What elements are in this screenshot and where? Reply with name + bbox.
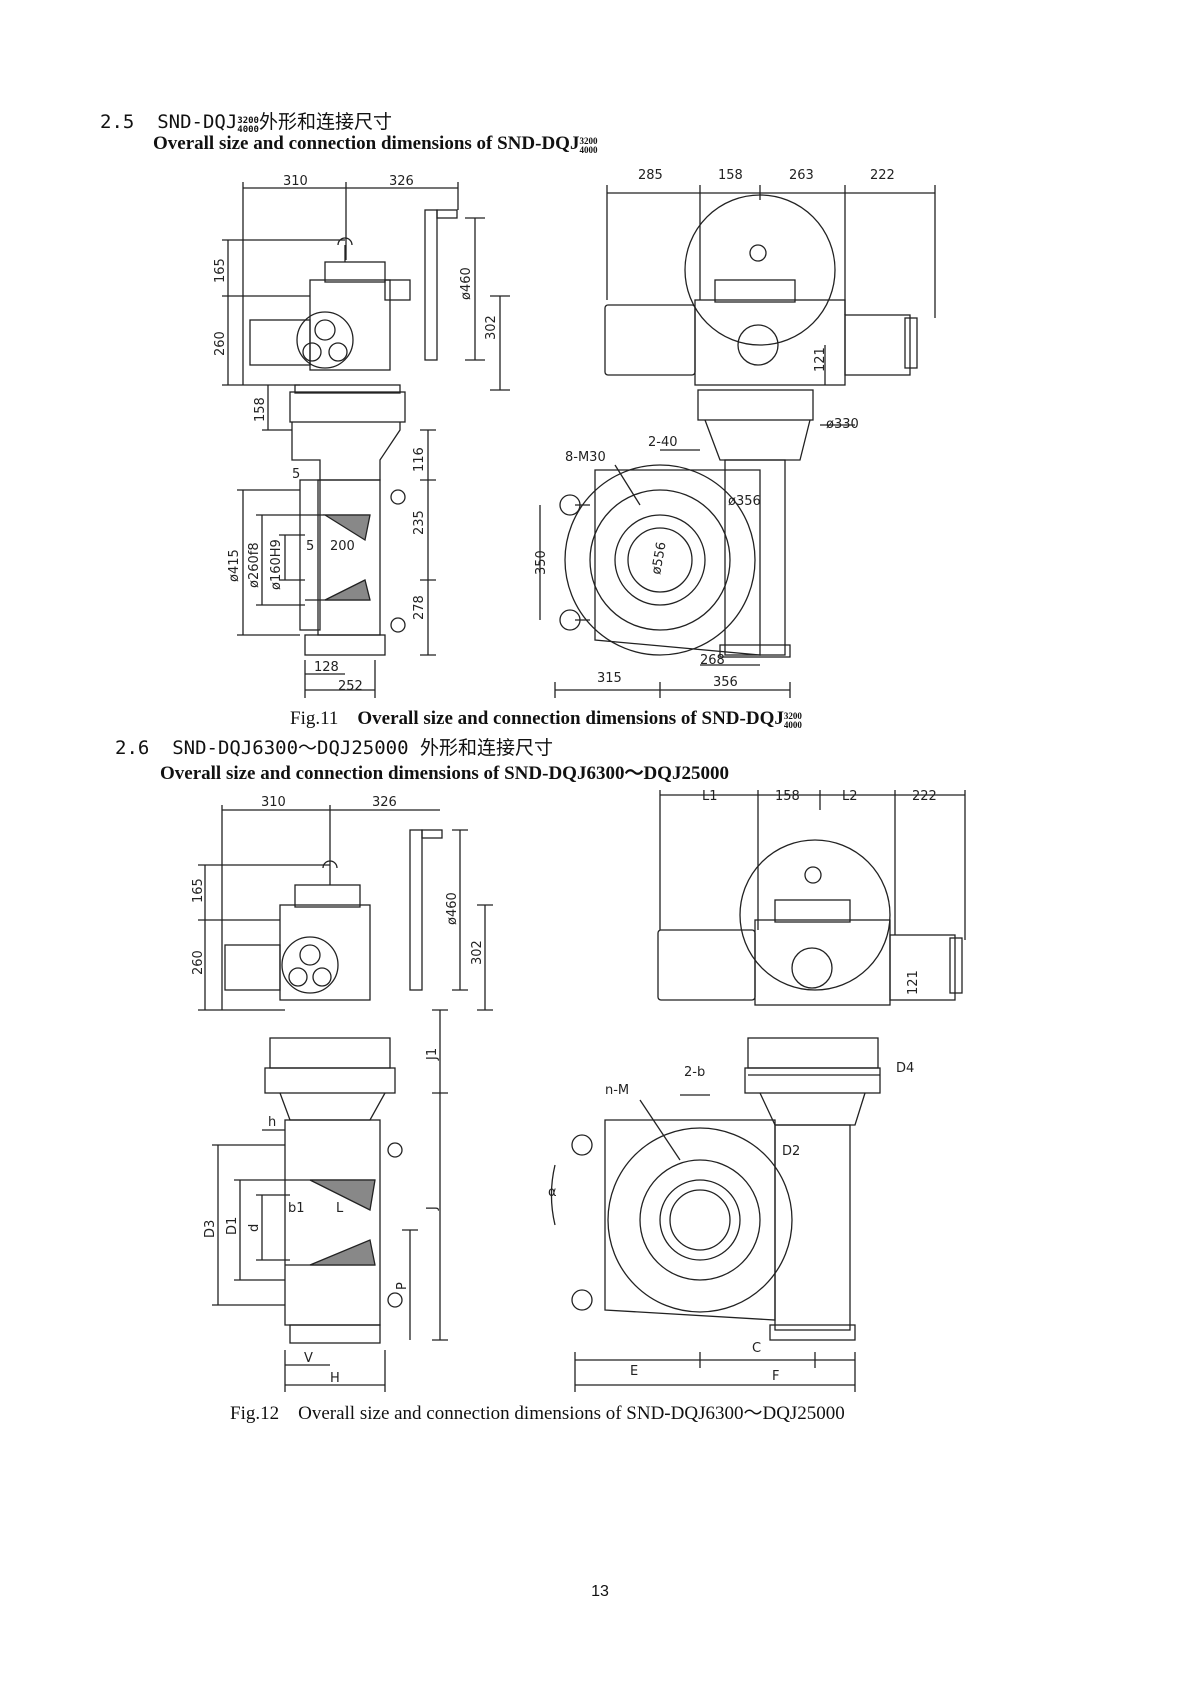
dim-315: 315 — [597, 671, 622, 686]
section-number: 2.6 — [115, 737, 150, 759]
dim-2-40: 2-40 — [648, 435, 678, 450]
dim-222: 222 — [870, 168, 895, 183]
dim-D3: D3 — [203, 1220, 218, 1238]
dim-dia-460: ø460 — [459, 267, 474, 300]
dim-263: 263 — [789, 168, 814, 183]
dim-L1: L1 — [702, 789, 718, 804]
dim-302: 302 — [470, 940, 485, 965]
dim-268: 268 — [700, 653, 725, 668]
dim-302: 302 — [484, 315, 499, 340]
dim-200: 200 — [330, 539, 355, 554]
dim-116: 116 — [412, 447, 427, 472]
dim-350: 350 — [534, 550, 549, 575]
dim-128: 128 — [314, 660, 339, 675]
dim-D4: D4 — [896, 1061, 914, 1076]
dim-J1: J1 — [425, 1048, 440, 1061]
dim-235: 235 — [412, 510, 427, 535]
dim-dia-160H9: ø160H9 — [269, 539, 284, 590]
dim-356: 356 — [713, 675, 738, 690]
dim-222: 222 — [912, 789, 937, 804]
dim-8-M30: 8-M30 — [565, 450, 606, 465]
section-title: SND-DQJ6300～DQJ25000 — [172, 737, 409, 759]
dim-260: 260 — [191, 950, 206, 975]
dim-P: P — [395, 1282, 410, 1290]
dim-F: F — [772, 1369, 779, 1384]
dim-158: 158 — [775, 789, 800, 804]
section-title: SND-DQJ — [157, 111, 238, 133]
dim-C: C — [752, 1341, 761, 1356]
dim-2-b: 2-b — [684, 1065, 705, 1080]
dim-278: 278 — [412, 595, 427, 620]
dim-285: 285 — [638, 168, 663, 183]
dim-326: 326 — [389, 174, 414, 189]
dim-310: 310 — [283, 174, 308, 189]
fig12-caption: Fig.12 Overall size and connection dimen… — [230, 1403, 845, 1424]
dim-121: 121 — [813, 347, 828, 372]
dim-dia-460: ø460 — [445, 892, 460, 925]
section-2-6-heading: 2.6 SND-DQJ6300～DQJ25000 外形和连接尺寸 — [115, 733, 553, 760]
dim-158-horizontal: 158 — [718, 168, 743, 183]
dim-5b: 5 — [306, 539, 314, 554]
dim-158-vertical: 158 — [253, 397, 268, 422]
fig11-caption: Fig.11 Overall size and connection dimen… — [290, 708, 802, 730]
fig11-drawing: 310 326 165 260 158 ø460 302 116 235 278… — [213, 168, 936, 698]
dim-dia-415: ø415 — [227, 549, 242, 582]
dim-V: V — [304, 1351, 313, 1366]
dim-252: 252 — [338, 679, 363, 694]
dim-310: 310 — [261, 795, 286, 810]
section-2-6-subtitle: Overall size and connection dimensions o… — [160, 763, 729, 784]
dim-D2: D2 — [782, 1144, 800, 1159]
fig12-drawing: 310 326 165 260 ø460 302 J1 J h b1 L D3 … — [191, 789, 966, 1392]
section-2-5-subtitle: Overall size and connection dimensions o… — [153, 133, 598, 155]
dim-165: 165 — [213, 258, 228, 283]
dim-J: J — [425, 1206, 440, 1211]
section-title-cn: 外形和连接尺寸 — [420, 737, 554, 759]
section-title-cn: 外形和连接尺寸 — [258, 111, 392, 133]
dim-165: 165 — [191, 878, 206, 903]
dim-alpha: α — [548, 1185, 557, 1200]
dim-E: E — [630, 1364, 638, 1379]
dim-b1: b1 — [288, 1201, 305, 1216]
dim-dia-260f8: ø260f8 — [247, 542, 262, 588]
dim-dia-556: ø556 — [649, 541, 669, 576]
dim-121: 121 — [906, 970, 921, 995]
dim-dia-356: ø356 — [728, 494, 761, 509]
dim-n-M: n-M — [605, 1083, 629, 1098]
dim-326: 326 — [372, 795, 397, 810]
dim-H: H — [330, 1371, 340, 1386]
dim-D1: D1 — [225, 1217, 240, 1235]
dim-5: 5 — [292, 467, 300, 482]
dim-dia-330: ø330 — [826, 417, 859, 432]
dim-L: L — [336, 1201, 344, 1216]
page-number: 13 — [591, 1583, 609, 1600]
dim-260: 260 — [213, 331, 228, 356]
dim-h: h — [268, 1115, 276, 1130]
dim-d: d — [247, 1224, 262, 1232]
section-number: 2.5 — [100, 111, 135, 133]
dim-L2: L2 — [842, 789, 858, 804]
